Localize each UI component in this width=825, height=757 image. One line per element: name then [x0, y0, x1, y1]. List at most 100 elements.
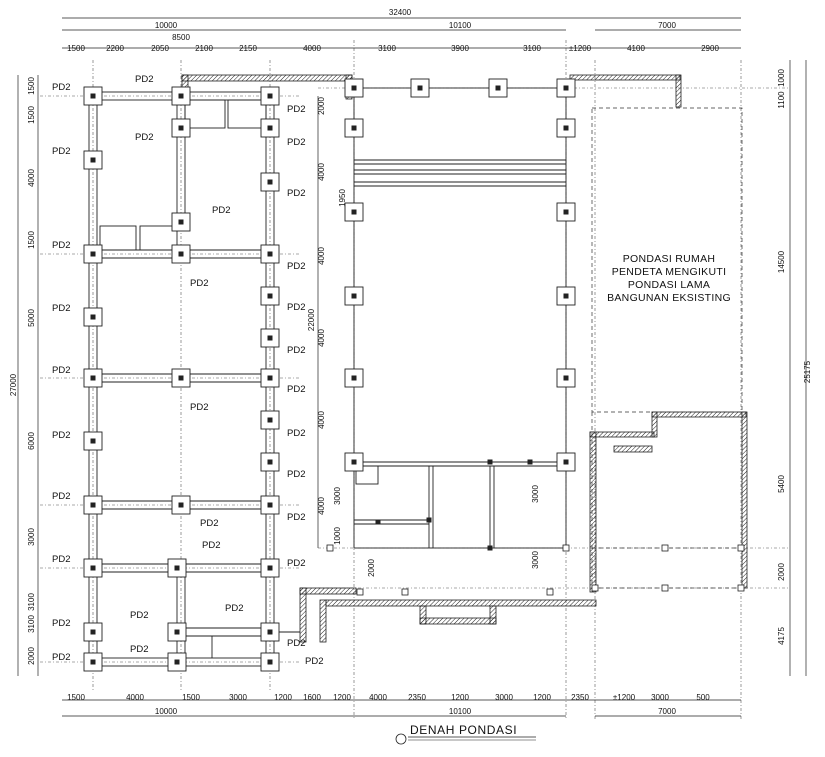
- dim-bottom-left-total: 10000: [155, 707, 178, 716]
- dim-top-segment: 2050: [151, 44, 169, 53]
- dim-left-segment: 3100: [27, 615, 36, 633]
- footing-pd2: [260, 86, 280, 106]
- note-line-4: BANGUNAN EKSISTING: [607, 292, 731, 304]
- footing-pd2: [260, 495, 280, 515]
- dim-bottom-segment: 1200: [533, 693, 551, 702]
- footing-tag: PD2: [135, 132, 153, 143]
- dim-bottom-segment: 1200: [451, 693, 469, 702]
- dim-bottom-segment: 2350: [571, 693, 589, 702]
- dim-left-segment: 4000: [27, 169, 36, 187]
- footing-tag: PD2: [287, 104, 305, 115]
- note-line-2: PENDETA MENGIKUTI: [612, 266, 727, 278]
- column-marker: [661, 584, 669, 592]
- footing-pd2: [171, 212, 191, 232]
- footing-pd2: [171, 86, 191, 106]
- hatched-walls: [181, 74, 748, 643]
- footing-pd2: [83, 622, 103, 642]
- dim-left-segment: 1500: [27, 106, 36, 124]
- dim-right-segment: 2000: [777, 563, 786, 581]
- dim-bottom-segment: 1200: [333, 693, 351, 702]
- dim-middle-vertical: 4000: [317, 329, 326, 347]
- footing-pd2: [260, 410, 280, 430]
- footing-pd2: [260, 452, 280, 472]
- dim-top-segment: 2900: [701, 44, 719, 53]
- footing-tag: PD2: [190, 278, 208, 289]
- footing-pd2: [83, 244, 103, 264]
- footing-pd2: [171, 495, 191, 515]
- dim-bottom-segment: 4000: [126, 693, 144, 702]
- dim-top-segment: 3100: [523, 44, 541, 53]
- dim-right-overall: 25175: [803, 360, 812, 383]
- footing-pd2: [83, 652, 103, 672]
- footing-pd2: [344, 286, 364, 306]
- footing-tag: PD2: [202, 540, 220, 551]
- footing-tag: PD2: [287, 302, 305, 313]
- dim-top-segment: 2150: [239, 44, 257, 53]
- dim-right-segment: 1000: [777, 69, 786, 87]
- footing-pd2: [344, 202, 364, 222]
- footing-tag: PD2: [52, 365, 70, 376]
- column-marker: [661, 544, 669, 552]
- dim-bottom-segment: 4000: [369, 693, 387, 702]
- column-marker: [426, 517, 432, 523]
- footing-pd2: [260, 286, 280, 306]
- dim-middle-vertical: 1000: [333, 527, 342, 545]
- footing-tag: PD2: [52, 430, 70, 441]
- dim-middle-vertical: 3000: [531, 551, 540, 569]
- dim-bottom-segment: 3000: [495, 693, 513, 702]
- dim-middle-total: 22000: [307, 308, 316, 331]
- footing-pd2: [83, 368, 103, 388]
- dim-middle-vertical: 3000: [333, 487, 342, 505]
- footing-pd2: [83, 86, 103, 106]
- existing-foundation-note: PONDASI RUMAH PENDETA MENGIKUTI PONDASI …: [607, 253, 731, 304]
- footing-tag: PD2: [190, 402, 208, 413]
- footing-pd2: [556, 118, 576, 138]
- footing-tag: PD2: [287, 137, 305, 148]
- footing-tag: PD2: [287, 638, 305, 649]
- column-marker: [487, 545, 493, 551]
- footing-tag: PD2: [287, 345, 305, 356]
- footing-tag: PD2: [287, 512, 305, 523]
- footing-tag: PD2: [200, 518, 218, 529]
- dim-top-segment: ±1200: [569, 44, 592, 53]
- footing-pd2: [260, 244, 280, 264]
- footing-pd2: [410, 78, 430, 98]
- footing-tag: PD2: [130, 610, 148, 621]
- dim-left-segment: 3000: [27, 528, 36, 546]
- column-marker: [737, 584, 745, 592]
- footing-tag: PD2: [52, 491, 70, 502]
- dim-top-segment: 1500: [67, 44, 85, 53]
- footing-pd2: [344, 452, 364, 472]
- dim-bottom-middle-total: 10100: [449, 707, 472, 716]
- footing-tag: PD2: [287, 384, 305, 395]
- column-marker: [326, 544, 334, 552]
- dim-top-right-total: 7000: [658, 21, 676, 30]
- footing-pd2: [260, 622, 280, 642]
- footing-pd2: [83, 495, 103, 515]
- dimension-lines: [17, 17, 807, 717]
- footing-tag: PD2: [52, 240, 70, 251]
- footing-pd2: [260, 172, 280, 192]
- footing-pd2: [83, 558, 103, 578]
- drawing-title-block: DENAH PONDASI: [395, 723, 536, 745]
- dim-right-segment: 5400: [777, 475, 786, 493]
- column-marker: [356, 588, 364, 596]
- footing-pd2: [83, 150, 103, 170]
- dim-right-segment: 1100: [777, 91, 786, 109]
- footing-tag: PD2: [287, 469, 305, 480]
- dim-bottom-segment: 1200: [274, 693, 292, 702]
- dim-middle-vertical: 3000: [531, 485, 540, 503]
- dim-bottom-segment: 3000: [651, 693, 669, 702]
- footing-tag: PD2: [130, 644, 148, 655]
- dim-top-middle-total: 10100: [449, 21, 472, 30]
- dim-left-segment: 6000: [27, 432, 36, 450]
- footing-pd2: [167, 558, 187, 578]
- footing-tag: PD2: [287, 188, 305, 199]
- column-marker: [591, 584, 599, 592]
- footing-tag: PD2: [52, 303, 70, 314]
- middle-building-frame: [353, 87, 567, 549]
- footing-pd2: [171, 244, 191, 264]
- footing-pd2: [260, 368, 280, 388]
